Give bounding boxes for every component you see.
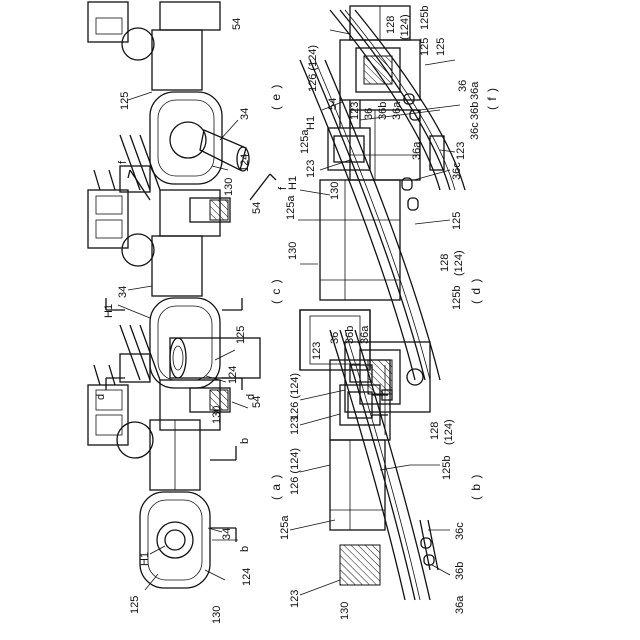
- label-125a: 125a: [280, 516, 291, 540]
- label-125: 125: [120, 92, 131, 110]
- label-123-right: 123: [312, 342, 323, 360]
- label-34: 34: [240, 108, 251, 120]
- label-128: 128: [386, 16, 397, 34]
- label-36a-bottom: 36a: [455, 596, 466, 614]
- label-36a: 36a: [470, 82, 481, 100]
- label-125b: 125b: [452, 286, 463, 310]
- label-f-top: f: [118, 161, 129, 164]
- figure-c-drawing: [88, 135, 260, 390]
- label-125a: 125a: [300, 130, 311, 154]
- label-124: 124: [228, 366, 239, 384]
- label-36b: 36b: [378, 102, 389, 120]
- label-124-paren: (124): [454, 250, 465, 276]
- label-54: 54: [232, 18, 243, 30]
- label-128: 128: [430, 422, 441, 440]
- label-h1: H1: [306, 116, 317, 130]
- label-125b: 125b: [442, 456, 453, 480]
- label-36: 36: [458, 80, 469, 92]
- label-130: 130: [330, 182, 341, 200]
- label-124-paren: (124): [444, 419, 455, 445]
- label-h1: H1: [140, 552, 151, 566]
- label-130: 130: [340, 602, 351, 620]
- label-125: 125: [130, 596, 141, 614]
- label-124: 124: [240, 154, 251, 172]
- label-126-124: 126 (124): [290, 448, 301, 495]
- caption-f: ( f ): [486, 87, 498, 110]
- label-b-left: b: [240, 546, 251, 552]
- caption-c: ( c ): [270, 278, 282, 304]
- label-b-right: b: [240, 438, 251, 444]
- caption-e: ( e ): [270, 84, 282, 110]
- label-36a-top: 36a: [360, 326, 371, 344]
- label-f-bottom: f: [278, 187, 289, 190]
- label-d-top: d: [96, 394, 107, 400]
- label-36c: 36c: [455, 522, 466, 540]
- label-36: 36: [364, 108, 375, 120]
- label-125-top: 125: [420, 38, 431, 56]
- label-36c: 36c: [470, 122, 481, 140]
- label-36b-top: 36b: [345, 326, 356, 344]
- label-123: 123: [350, 102, 361, 120]
- label-36c: 36c: [452, 162, 463, 180]
- label-h1: H1: [288, 176, 299, 190]
- label-36b: 36b: [470, 102, 481, 120]
- label-34: 34: [118, 286, 129, 298]
- label-124-paren: (124): [400, 14, 411, 40]
- label-54: 54: [328, 98, 339, 110]
- caption-b: ( b ): [470, 474, 482, 500]
- label-36a-mid: 36a: [412, 142, 423, 160]
- figure-a-drawing: [88, 325, 248, 590]
- label-123-bottom: 123: [456, 142, 467, 160]
- label-125: 125: [236, 326, 247, 344]
- label-125-bottom: 125: [436, 38, 447, 56]
- label-36: 36: [330, 332, 341, 344]
- caption-a: ( a ): [270, 474, 282, 500]
- label-d-bottom: d: [246, 394, 257, 400]
- label-36b-bottom: 36b: [455, 562, 466, 580]
- label-125b: 125b: [420, 6, 431, 30]
- label-126-124: 126 (124): [290, 373, 301, 420]
- label-125a: 125a: [286, 196, 297, 220]
- label-125: 125: [452, 212, 463, 230]
- label-h1: H1: [104, 304, 115, 318]
- label-123-top: 123: [306, 160, 317, 178]
- label-34: 34: [222, 528, 233, 540]
- label-130: 130: [212, 606, 223, 624]
- label-130: 130: [224, 178, 235, 196]
- label-126-124: 126 (124): [308, 45, 319, 92]
- caption-d: ( d ): [470, 278, 482, 304]
- label-123-left: 123: [290, 590, 301, 608]
- label-124: 124: [242, 568, 253, 586]
- label-128: 128: [440, 254, 451, 272]
- label-130: 130: [288, 242, 299, 260]
- label-130: 130: [212, 406, 223, 424]
- label-36a-top: 36a: [392, 102, 403, 120]
- label-54: 54: [252, 202, 263, 214]
